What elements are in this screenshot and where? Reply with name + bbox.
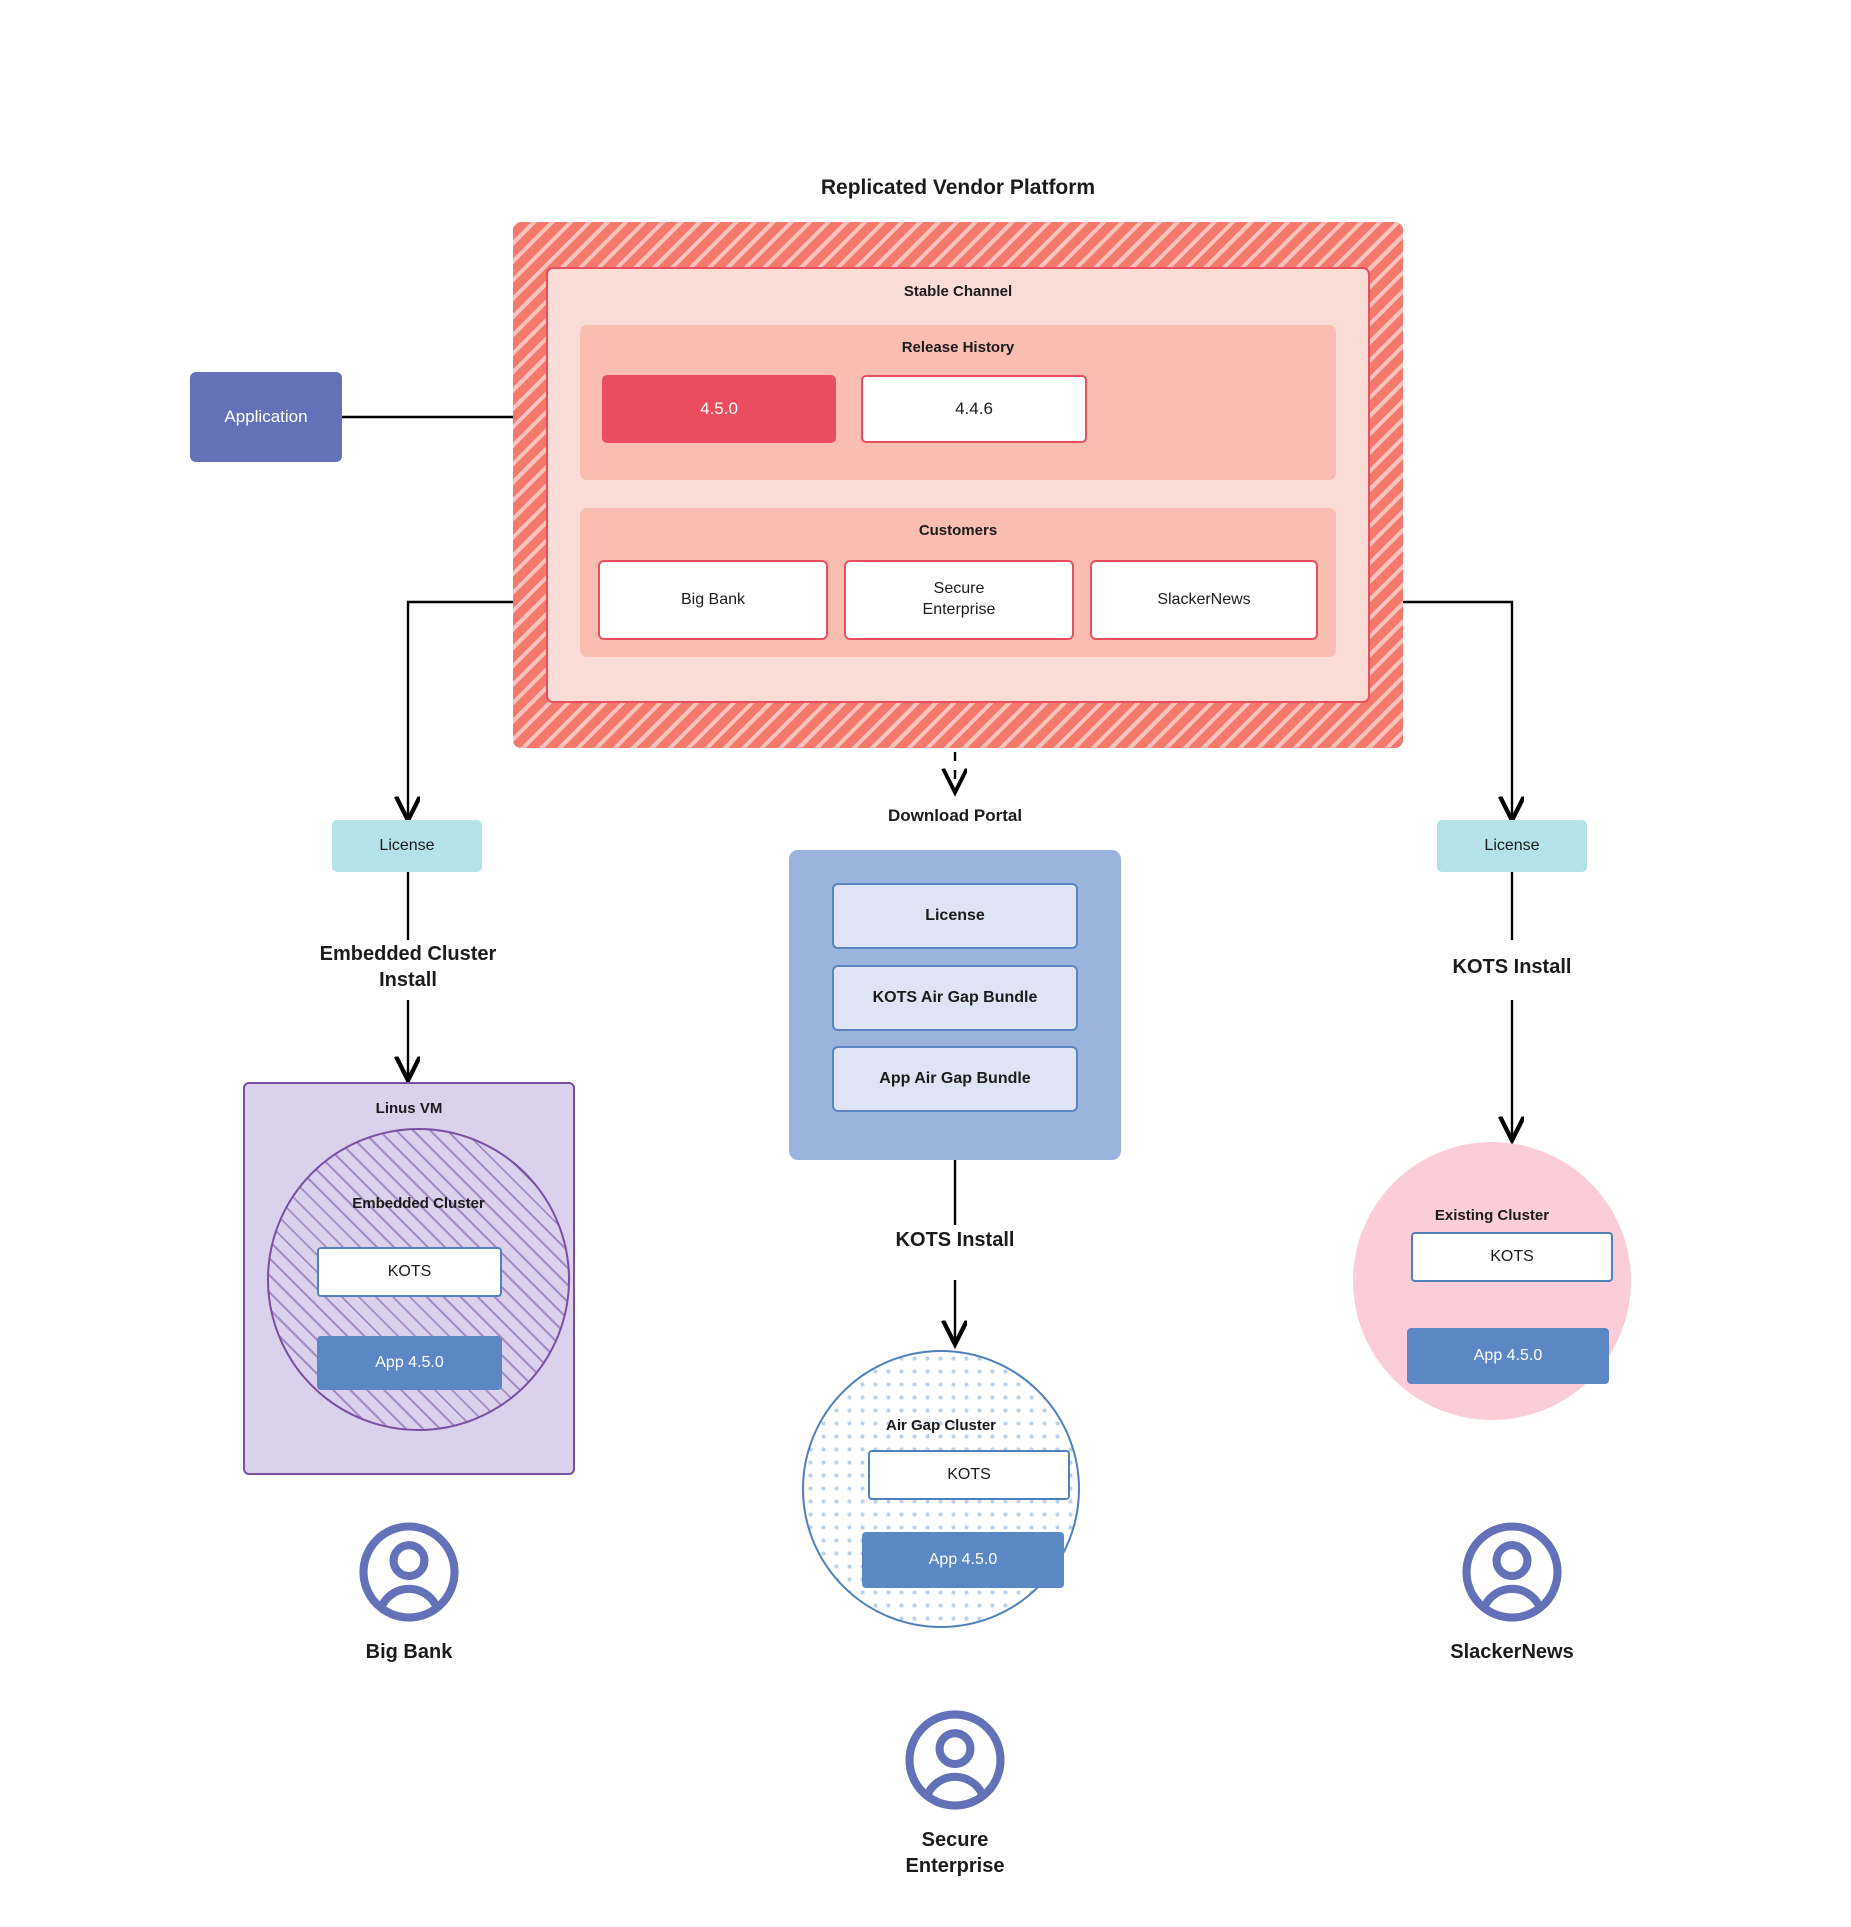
install-label-line2: Install [379,968,437,991]
customer-chip-big-bank[interactable]: Big Bank [598,560,828,640]
kots-chip-airgap[interactable]: KOTS [868,1450,1070,1500]
license-chip-right[interactable]: License [1437,820,1587,872]
customer-caption-big-bank: Big Bank [289,1640,529,1666]
license-chip-left[interactable]: License [332,820,482,872]
customer-chip-line2: Enterprise [922,601,996,618]
customer-chip-secure-enterprise[interactable]: Secure Enterprise [844,560,1074,640]
kots-install-label-right: KOTS Install [1372,955,1652,981]
application-box[interactable]: Application [190,372,342,462]
portal-item-license[interactable]: License [832,883,1078,949]
kots-chip-embedded[interactable]: KOTS [317,1247,502,1297]
avatar-big-bank [357,1520,461,1624]
secure-enterprise-line2: Enterprise [905,1854,1005,1877]
secure-enterprise-line1: Secure [921,1829,989,1851]
linux-vm-box: Linus VM Embedded Cluster KOTS App 4.5.0 [243,1082,575,1475]
customers-band: Customers Big Bank Secure Enterprise Sla… [580,508,1336,657]
customer-caption-slackernews-text: SlackerNews [1450,1641,1574,1663]
customer-caption-slackernews: SlackerNews [1392,1640,1632,1666]
linux-vm-title: Linus VM [375,1100,443,1117]
platform-title: Replicated Vendor Platform [820,176,1096,199]
stable-channel-title: Stable Channel [903,283,1013,300]
kots-install-middle-text: KOTS Install [895,1229,1015,1251]
kots-chip-existing[interactable]: KOTS [1411,1232,1613,1282]
existing-cluster-title: Existing Cluster [1434,1207,1550,1224]
embedded-cluster-install-label: Embedded Cluster Install [258,942,558,993]
customers-title: Customers [918,522,998,539]
customer-caption-secure-enterprise: Secure Enterprise [835,1828,1075,1879]
app-chip-embedded[interactable]: App 4.5.0 [317,1336,502,1390]
customer-chip-line1: Secure [933,580,985,598]
embedded-cluster-title: Embedded Cluster [352,1195,485,1212]
app-chip-airgap[interactable]: App 4.5.0 [862,1532,1064,1588]
release-history-band: Release History 4.5.0 4.4.6 [580,325,1336,480]
release-chip-current[interactable]: 4.5.0 [602,375,836,443]
kots-install-right-text: KOTS Install [1452,956,1572,978]
customer-chip-slackernews[interactable]: SlackerNews [1090,560,1318,640]
portal-item-kots-air-gap-bundle[interactable]: KOTS Air Gap Bundle [832,965,1078,1031]
avatar-slackernews [1460,1520,1564,1624]
release-history-title: Release History [901,339,1015,356]
download-portal-title: Download Portal [887,806,1023,825]
release-chip-previous[interactable]: 4.4.6 [861,375,1087,443]
app-chip-existing[interactable]: App 4.5.0 [1407,1328,1609,1384]
customer-caption-big-bank-text: Big Bank [365,1641,453,1663]
portal-item-app-air-gap-bundle[interactable]: App Air Gap Bundle [832,1046,1078,1112]
avatar-secure-enterprise [903,1708,1007,1812]
kots-install-label-middle: KOTS Install [815,1228,1095,1254]
download-portal-box: License KOTS Air Gap Bundle App Air Gap … [789,850,1121,1160]
install-label-line1: Embedded Cluster [319,943,497,965]
air-gap-cluster-title: Air Gap Cluster [885,1417,997,1434]
